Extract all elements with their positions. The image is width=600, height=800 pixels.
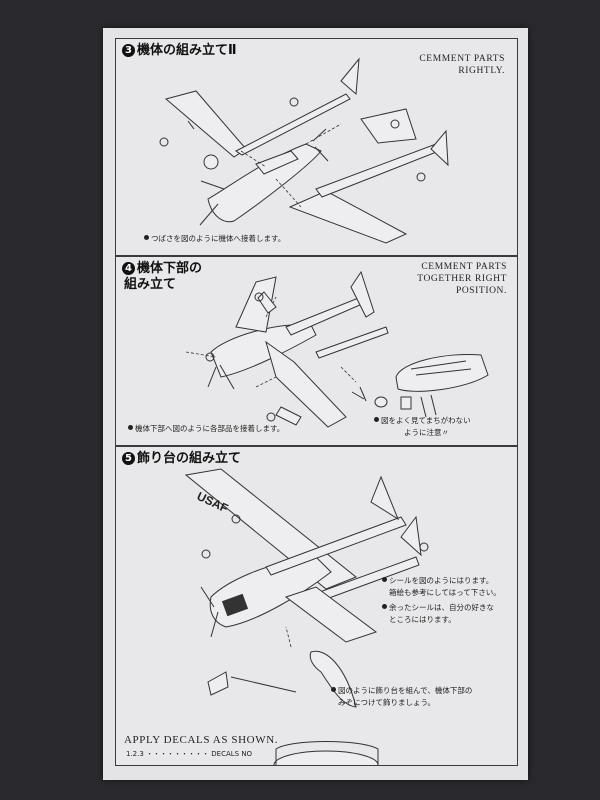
step-3-title-text: 機体の組み立てⅡ <box>137 43 237 58</box>
step-4-jp-note-right: 図をよく見てまちがわない ように注意〃 <box>374 415 471 439</box>
apply-decals-text: APPLY DECALS AS SHOWN. <box>124 734 279 746</box>
bullet-icon <box>144 235 149 240</box>
bullet-icon <box>128 425 133 430</box>
step-4-title-line2: 組み立て <box>124 277 177 292</box>
decals-number-line: 1.2.3 ・・・・・・・・・ DECALS NO <box>126 750 253 758</box>
english-note-line: POSITION. <box>455 286 507 296</box>
step-5-note-3: 図のように飾り台を組んで、機体下部の みぞにつけて飾りましょう。 <box>331 685 472 709</box>
step-4-jp-note-left: 機体下部へ図のように各部品を接着します。 <box>128 423 284 435</box>
english-note-line: CEMMENT PARTS <box>419 54 505 64</box>
step-4-number: 4 <box>122 262 135 275</box>
bullet-icon <box>382 577 387 582</box>
step-3-illustration <box>159 57 449 244</box>
step-4-title-line1: 機体下部の <box>137 261 203 276</box>
english-note-line: TOGETHER RIGHT <box>417 274 507 284</box>
bullet-icon <box>382 604 387 609</box>
step-4-english-note: CEMMENT PARTS TOGETHER RIGHT POSITION. <box>417 261 507 297</box>
step-5-illustration: USAF <box>184 468 429 765</box>
step-4-illustration <box>185 270 489 428</box>
bullet-icon <box>374 417 379 422</box>
step-3-number: 3 <box>122 44 135 57</box>
step-3-english-note: CEMMENT PARTS RIGHTLY. <box>419 53 505 77</box>
step-3-jp-note: つばさを図のように機体へ接着します。 <box>144 233 285 245</box>
english-note-line: CEMMENT PARTS <box>421 262 507 272</box>
step-5-number: 5 <box>122 452 135 465</box>
step-5-note-1: シールを図のようにはります。 箱絵も参考にしてはって下さい。 <box>382 575 501 599</box>
step-5-note-2: 余ったシールは、自分の好きな ところにはります。 <box>382 602 494 626</box>
bullet-icon <box>331 687 336 692</box>
english-note-line: RIGHTLY. <box>458 66 505 76</box>
step-5-title-text: 飾り台の組み立て <box>137 451 242 466</box>
